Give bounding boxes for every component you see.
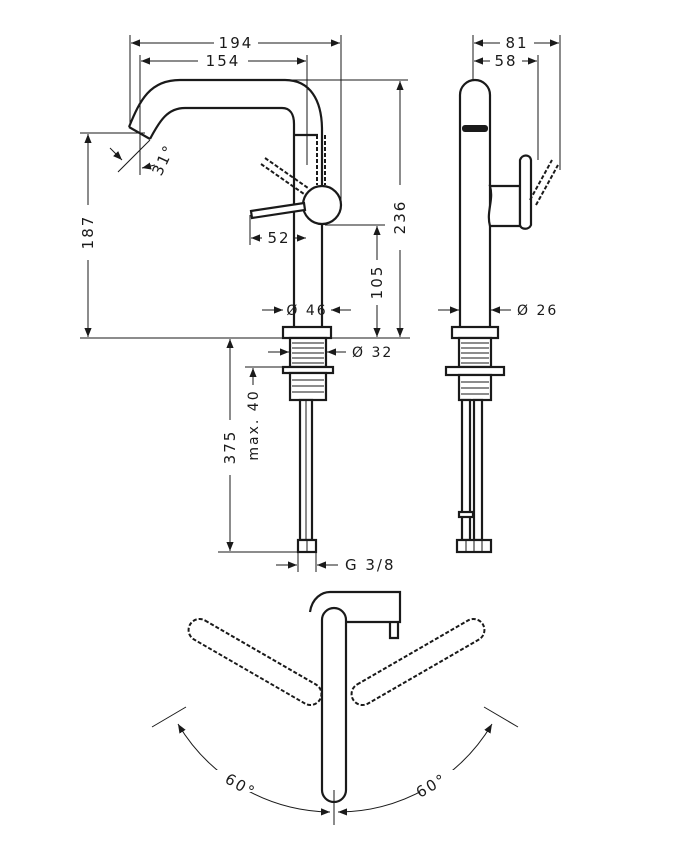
lever-handle [249,201,307,220]
dim-d46: Ø 46 [262,303,351,319]
dim-d46-label: Ø 46 [286,303,327,319]
dim-105-label: 105 [368,265,386,300]
lever-hub [301,184,343,226]
dim-58: 58 [474,52,537,70]
dim-d32-label: Ø 32 [352,345,393,361]
dim-d32: Ø 32 [268,345,393,361]
dim-187-label: 187 [79,215,97,250]
dim-194: 194 [131,34,340,52]
dim-g38: G 3/8 [276,556,396,574]
dim-236: 236 [391,81,409,337]
dim-81-label: 81 [505,34,528,52]
side-view: 81 58 Ø 26 [438,34,561,554]
spout-inner [149,106,296,327]
dim-154: 154 [141,52,306,70]
dim-236-label: 236 [391,200,409,235]
top-handle [320,606,348,804]
dim-31-deg: 31° [109,141,179,178]
dim-187: 187 [79,134,97,337]
dim-g38-label: G 3/8 [345,556,396,574]
top-view: 60° 60° [151,590,519,825]
dim-52-label: 52 [267,229,290,247]
dim-105: 105 [368,226,386,337]
dim-max-40: max. 40 [246,368,262,461]
dim-31-label: 31° [148,141,178,178]
front-view: 194 154 31° 187 52 236 [79,34,410,574]
dim-58-label: 58 [494,52,517,70]
dim-375: 375 [221,339,239,551]
dim-52: 52 [251,229,306,247]
dim-154-label: 154 [206,52,241,70]
dim-d26-label: Ø 26 [517,303,558,319]
dim-81: 81 [474,34,559,52]
dim-375-label: 375 [221,430,239,465]
dim-max-40-label: max. 40 [246,389,262,460]
dim-d26: Ø 26 [438,303,558,319]
dim-194-label: 194 [219,34,254,52]
